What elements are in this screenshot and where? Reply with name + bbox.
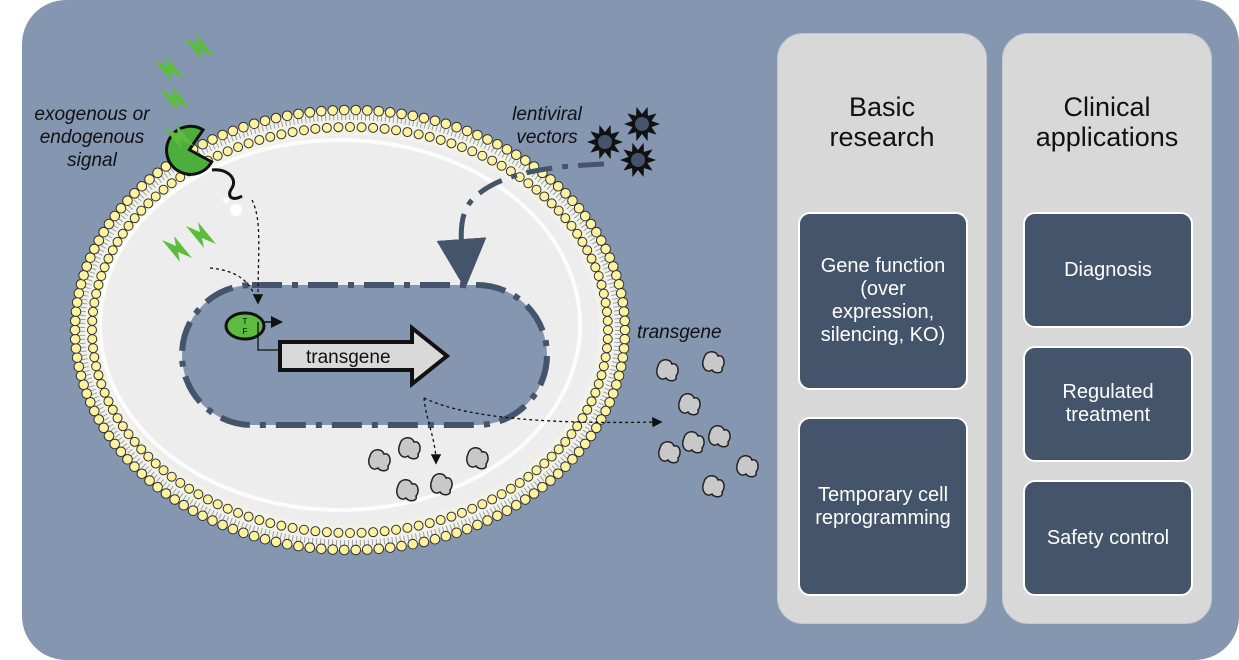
panel-title-basic-research: Basic research xyxy=(829,92,935,152)
protein-icon xyxy=(465,447,489,470)
signal-label: exogenous or endogenous signal xyxy=(34,104,150,171)
item-regulated-treatment: Regulated treatment xyxy=(1023,346,1193,462)
protein-icon xyxy=(735,455,759,478)
protein-icon xyxy=(397,437,421,460)
lipid-heads-inner xyxy=(87,122,613,538)
item-safety-control: Safety control xyxy=(1023,480,1193,596)
transgene-protein-icons xyxy=(367,351,759,502)
transgene-gene-arrow: transgene xyxy=(278,323,451,389)
signal-bolts xyxy=(154,34,216,262)
protein-icon xyxy=(681,431,705,454)
protein-arrow-outside xyxy=(423,397,663,428)
lentiviral-vector-icons xyxy=(587,106,660,178)
panel-clinical-applications: Clinical applications Diagnosis Regulate… xyxy=(1002,33,1212,624)
svg-text:T: T xyxy=(243,317,248,326)
panel-basic-research: Basic research Gene function (over expre… xyxy=(777,33,987,624)
transgene-arrow-label: transgene xyxy=(306,347,391,368)
virus-icon xyxy=(620,142,656,178)
protein-arrow-inside xyxy=(423,397,442,465)
protein-icon xyxy=(707,425,731,448)
protein-icon xyxy=(367,449,391,472)
transgene-outside-label: transgene xyxy=(637,322,722,343)
transcription-factor-icon: T F xyxy=(224,311,283,351)
virus-icon xyxy=(624,106,660,142)
item-diagnosis: Diagnosis xyxy=(1023,212,1193,328)
lentiviral-vectors-label: lentiviral vectors xyxy=(512,104,582,148)
protein-icon xyxy=(677,393,701,416)
protein-icon xyxy=(701,475,725,498)
protein-icon xyxy=(429,473,453,496)
protein-icon xyxy=(701,351,725,374)
lipid-heads-outer xyxy=(69,104,631,556)
vector-entry-path xyxy=(436,161,605,289)
svg-text:F: F xyxy=(243,327,248,336)
item-gene-function: Gene function (over expression, silencin… xyxy=(798,212,968,390)
virus-icon xyxy=(587,124,623,160)
protein-icon xyxy=(657,441,681,464)
protein-icon xyxy=(655,359,679,382)
item-temporary-cell-reprogramming: Temporary cell reprogramming xyxy=(798,417,968,596)
signal-arrow-direct xyxy=(209,267,257,301)
panel-title-clinical-applications: Clinical applications xyxy=(1035,92,1179,152)
signal-arrow-receptor xyxy=(251,199,264,305)
protein-icon xyxy=(395,479,419,502)
